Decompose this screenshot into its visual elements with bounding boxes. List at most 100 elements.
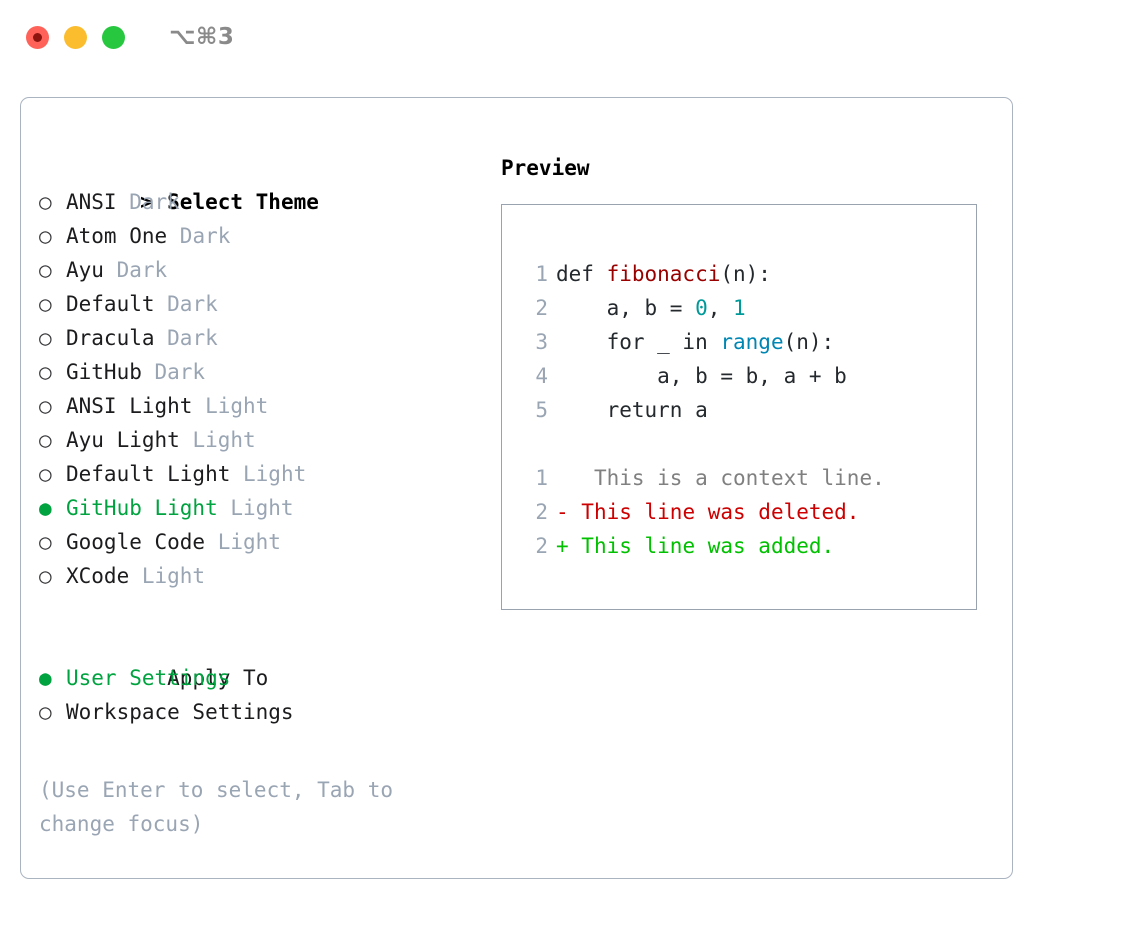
close-button-icon[interactable] [26, 26, 49, 49]
theme-list-item[interactable]: ○ XCode Light [39, 559, 479, 593]
code-token: , [707, 296, 734, 320]
apply-to-item-label: Workspace Settings [66, 700, 294, 724]
code-line: 4 a, b = b, a + b [502, 359, 976, 393]
apply-to-item[interactable]: ○ Workspace Settings [39, 695, 479, 729]
theme-list-item-label: Google Code [66, 530, 206, 554]
line-number: 3 [535, 330, 548, 354]
radio-unselected-icon: ○ [39, 428, 52, 452]
theme-list-item-label: ANSI [66, 190, 117, 214]
theme-list-item[interactable]: ● GitHub Light Light [39, 491, 479, 525]
diff-sign [556, 466, 569, 490]
radio-unselected-icon: ○ [39, 462, 52, 486]
preview-heading: Preview [501, 156, 590, 180]
radio-unselected-icon: ○ [39, 700, 52, 724]
code-token: return a [556, 398, 708, 422]
diff-line: 2 + This line was added. [502, 529, 976, 563]
theme-list-item-label: ANSI Light [66, 394, 193, 418]
theme-list-item-label: Ayu [66, 258, 104, 282]
radio-unselected-icon: ○ [39, 258, 52, 282]
line-number: 1 [535, 262, 548, 286]
theme-list-item-label: XCode [66, 564, 130, 588]
apply-to-heading: Apply To [39, 627, 479, 690]
prompt-caret-icon: > [140, 190, 153, 214]
radio-selected-icon: ● [39, 666, 52, 690]
code-diff-spacer [502, 427, 976, 461]
diff-sample: 1 This is a context line.2- This line wa… [502, 461, 976, 563]
diff-text: This is a context line. [568, 466, 885, 490]
theme-list-item[interactable]: ○Dracula Dark [39, 321, 479, 355]
minimize-button-icon[interactable] [64, 26, 87, 49]
theme-variant-tag: Light [129, 564, 206, 588]
theme-list-item[interactable]: ○ Ayu Dark [39, 253, 479, 287]
theme-variant-tag: Light [217, 496, 294, 520]
code-token: range [720, 330, 784, 354]
radio-selected-icon: ● [39, 496, 52, 520]
theme-list-item-label: GitHub Light [66, 496, 218, 520]
line-number: 1 [535, 466, 548, 490]
theme-list-item-label: GitHub [66, 360, 142, 384]
theme-variant-tag: Dark [103, 258, 168, 282]
radio-unselected-icon: ○ [39, 530, 52, 554]
select-theme-heading: > Select Theme [39, 151, 479, 214]
theme-variant-tag: Light [192, 394, 269, 418]
radio-unselected-icon: ○ [39, 190, 52, 214]
theme-list-item[interactable]: ○ Atom One Dark [39, 219, 479, 253]
theme-variant-tag: Dark [116, 190, 180, 214]
diff-line: 1 This is a context line. [502, 461, 976, 495]
radio-unselected-icon: ○ [39, 326, 52, 350]
line-number: 2 [535, 500, 548, 524]
keyboard-hint-text: (Use Enter to select, Tab to change focu… [39, 778, 394, 836]
theme-list-item-label: Atom One [66, 224, 168, 248]
theme-list-item[interactable]: ○ ANSI Dark [39, 185, 479, 219]
theme-list-item[interactable]: ○ GitHub Dark [39, 355, 479, 389]
theme-variant-tag: Dark [167, 224, 231, 248]
theme-variant-tag: Light [179, 428, 256, 452]
radio-unselected-icon: ○ [39, 564, 52, 588]
code-token: def [556, 262, 607, 286]
theme-list-item-label: Default [66, 292, 155, 316]
code-line: 2 a, b = 0, 1 [502, 291, 976, 325]
apply-to-heading-label: Apply To [167, 666, 269, 690]
theme-list-item[interactable]: ○ Default Light Light [39, 457, 479, 491]
code-token: 0 [695, 296, 708, 320]
line-number: 5 [535, 398, 548, 422]
theme-selection-column: >Select Theme ○ANSI Dark○Atom One Dark○A… [39, 151, 479, 841]
theme-variant-tag: Dark [154, 292, 218, 316]
hint-spacer [39, 729, 479, 763]
code-token: a, b = b, a + b [556, 364, 847, 388]
theme-variant-tag: Light [230, 462, 307, 486]
code-token: a, b = [556, 296, 696, 320]
theme-variant-tag: Dark [141, 360, 206, 384]
apply-to-item-label: User Settings [66, 666, 231, 690]
radio-unselected-icon: ○ [39, 224, 52, 248]
theme-list-item[interactable]: ○Ayu Light Light [39, 423, 479, 457]
select-theme-heading-label: Select Theme [167, 190, 319, 214]
radio-unselected-icon: ○ [39, 394, 52, 418]
window-controls [26, 26, 125, 49]
theme-list: ○ANSI Dark○Atom One Dark○Ayu Dark○Defaul… [39, 185, 479, 593]
diff-line: 2- This line was deleted. [502, 495, 976, 529]
line-number: 2 [535, 534, 548, 558]
zoom-button-icon[interactable] [102, 26, 125, 49]
diff-text: This line was added. [568, 534, 835, 558]
apply-to-list: ● User Settings ○ Workspace Settings [39, 661, 479, 729]
code-token: for _ in [556, 330, 721, 354]
theme-list-item[interactable]: ○ Google Code Light [39, 525, 479, 559]
theme-variant-tag: Light [205, 530, 281, 554]
theme-list-item-label: Default Light [66, 462, 231, 486]
apply-to-item[interactable]: ● User Settings [39, 661, 479, 695]
diff-sign: + [556, 534, 569, 558]
radio-unselected-icon: ○ [39, 360, 52, 384]
title-bar: ⌥⌘3 [0, 0, 1140, 78]
line-number: 2 [535, 296, 548, 320]
theme-picker-panel: >Select Theme ○ANSI Dark○Atom One Dark○A… [20, 97, 1013, 879]
diff-text: This line was deleted. [568, 500, 860, 524]
theme-list-item[interactable]: ○ ANSI Light Light [39, 389, 479, 423]
diff-sign: - [556, 500, 569, 524]
code-line: 3 for _ in range(n): [502, 325, 976, 359]
theme-list-item[interactable]: ○Default Dark [39, 287, 479, 321]
